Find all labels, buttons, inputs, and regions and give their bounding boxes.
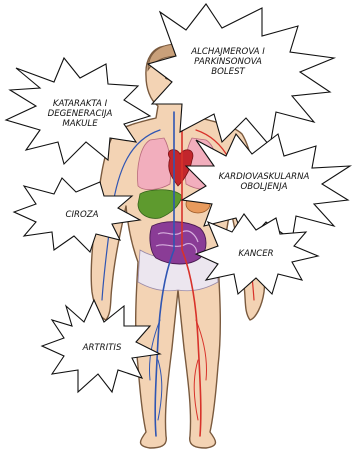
alzheimer-label-line-2: PARKINSONOVA xyxy=(178,57,278,67)
cardio-label-line-2: OBOLJENJA xyxy=(204,182,324,192)
alzheimer-label: ALCHAJMEROVA I PARKINSONOVA BOLEST xyxy=(178,47,278,77)
cataract-label-line-1: KATARAKTA I xyxy=(38,99,122,109)
cataract-label-line-3: MAKULE xyxy=(38,119,122,129)
arthritis-label: ARTRITIS xyxy=(70,343,134,353)
intestines xyxy=(150,222,206,264)
cancer-label: KANCER xyxy=(226,249,286,259)
cancer-label-line-1: KANCER xyxy=(226,249,286,259)
cardio-label: KARDIOVASKULARNA OBOLJENJA xyxy=(204,172,324,192)
cataract-label: KATARAKTA I DEGENERACIJA MAKULE xyxy=(38,99,122,129)
cardio-label-line-1: KARDIOVASKULARNA xyxy=(204,172,324,182)
arthritis-label-line-1: ARTRITIS xyxy=(70,343,134,353)
cirrhosis-label: CIROZA xyxy=(52,210,112,220)
alzheimer-label-line-3: BOLEST xyxy=(178,67,278,77)
alzheimer-label-line-1: ALCHAJMEROVA I xyxy=(178,47,278,57)
cirrhosis-label-line-1: CIROZA xyxy=(52,210,112,220)
cataract-label-line-2: DEGENERACIJA xyxy=(38,109,122,119)
